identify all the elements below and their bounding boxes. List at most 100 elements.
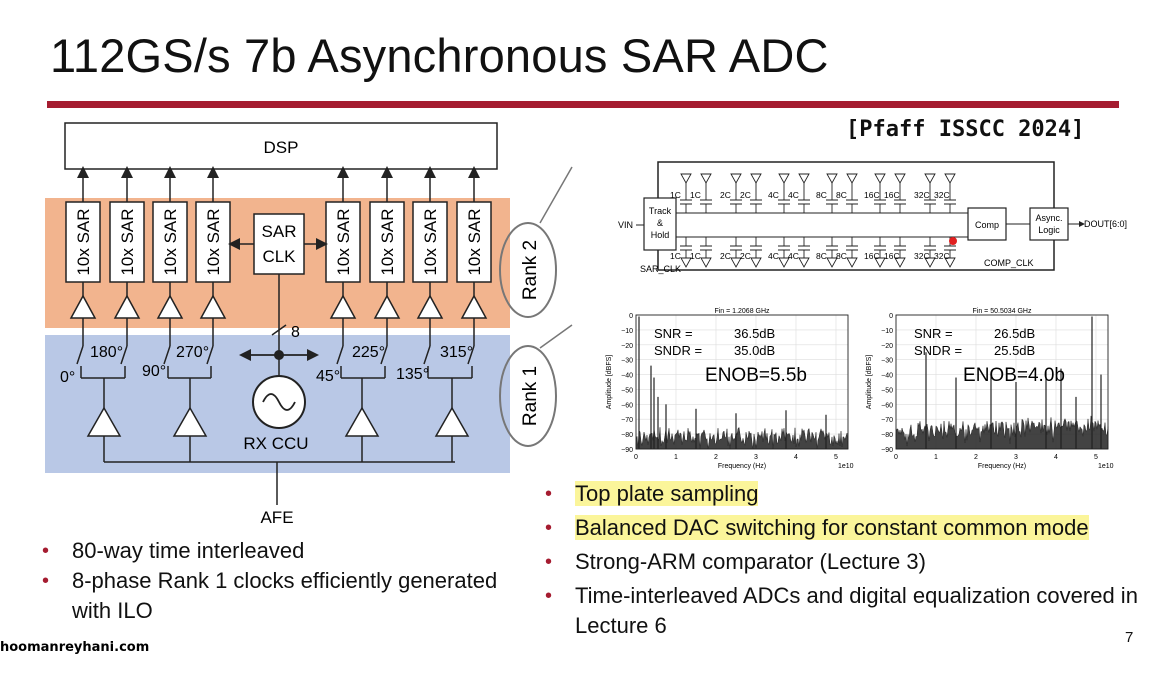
watermark: hoomanreyhani.com <box>0 640 150 655</box>
phase-label: 270° <box>176 344 209 361</box>
right-bullet: •Top plate sampling <box>545 481 759 506</box>
cap-label: 8C <box>816 190 827 200</box>
phase-label: 135° <box>396 366 429 383</box>
vin-label: VIN <box>618 220 633 230</box>
y-axis-label: Amplitude [dBFS] <box>866 355 873 410</box>
sar-block <box>369 201 405 283</box>
y-tick: −80 <box>621 432 633 439</box>
dsp-block <box>64 122 498 170</box>
ccu-label: RX CCU <box>243 434 308 453</box>
y-tick: −60 <box>621 402 633 409</box>
cap-label: 1C <box>690 190 701 200</box>
sar-label: 10x SAR <box>421 208 440 275</box>
phase-label: 45° <box>316 368 340 385</box>
enob-label: ENOB=5.5b <box>705 365 807 386</box>
sndr-value: 25.5dB <box>994 343 1035 358</box>
fin-label: Fin = 1.2068 GHz <box>714 308 770 315</box>
enob-label: ENOB=4.0b <box>963 365 1065 386</box>
cursor-dot <box>949 237 957 245</box>
x-tick: 2 <box>714 454 718 461</box>
y-axis-label: Amplitude [dBFS] <box>606 355 613 410</box>
phase-label: 180° <box>90 344 123 361</box>
cap-label: 2C <box>740 251 751 261</box>
block-diagram: DSP 10x SAR 10x SAR 10x SAR 10x SAR 10x SAR 1… <box>45 122 573 527</box>
x-tick: 0 <box>634 454 638 461</box>
cap-label: 4C <box>788 251 799 261</box>
sar-label: 10x SAR <box>161 208 180 275</box>
y-tick: −40 <box>881 373 893 380</box>
cap-label: 32C <box>914 251 930 261</box>
svg-text:Track: Track <box>649 206 672 216</box>
noise-floor <box>635 426 849 450</box>
cap-label: 1C <box>670 190 681 200</box>
x-tick: 5 <box>1094 454 1098 461</box>
y-tick: −70 <box>881 417 893 424</box>
snr-value: 26.5dB <box>994 326 1035 341</box>
title-rule <box>47 101 1119 108</box>
sar-block <box>412 201 448 283</box>
cap-label: 32C <box>934 190 950 200</box>
x-tick: 2 <box>974 454 978 461</box>
sar-block <box>65 201 101 283</box>
fin-label: Fin = 50.5034 GHz <box>973 308 1032 315</box>
sar-label: 10x SAR <box>118 208 137 275</box>
sar-clk-word1: SAR <box>262 222 297 241</box>
bus-width: 8 <box>291 324 300 341</box>
afe-label: AFE <box>260 508 293 527</box>
svg-text:Async.: Async. <box>1035 213 1062 223</box>
y-tick: −80 <box>881 432 893 439</box>
y-tick: −30 <box>881 358 893 365</box>
x-axis-label: Frequency (Hz) <box>978 463 1026 470</box>
x-axis-label: Frequency (Hz) <box>718 463 766 470</box>
svg-text:&: & <box>657 218 663 228</box>
cap-label: 4C <box>768 190 779 200</box>
y-tick: −50 <box>621 387 633 394</box>
phase-label: 90° <box>142 363 166 380</box>
sar-label: 10x SAR <box>334 208 353 275</box>
y-tick: −30 <box>621 358 633 365</box>
y-tick: 0 <box>889 313 893 320</box>
slide-title: 112GS/s 7b Asynchronous SAR ADC <box>50 29 829 82</box>
y-tick: −50 <box>881 387 893 394</box>
noise-floor <box>895 415 1109 450</box>
dout-label: DOUT[6:0] <box>1084 219 1127 229</box>
sar-label: 10x SAR <box>204 208 223 275</box>
snr-value: 36.5dB <box>734 326 775 341</box>
right-bullet-list: •Top plate sampling •Balanced DAC switch… <box>545 479 1155 645</box>
sar-block <box>456 201 492 283</box>
comp-block <box>967 207 1007 241</box>
sar-block <box>109 201 145 283</box>
y-tick: −20 <box>881 343 893 350</box>
citation: [Pfaff ISSCC 2024] <box>846 117 1085 142</box>
y-tick: −60 <box>881 402 893 409</box>
dsp-label: DSP <box>264 138 299 157</box>
y-tick: 0 <box>629 313 633 320</box>
adc-schematic: VIN Track & Hold SAR_CLK 1C1C1C1C2C2C2C2… <box>618 161 1127 274</box>
sar-label: 10x SAR <box>74 208 93 275</box>
comp-clk-label: COMP_CLK <box>984 258 1034 268</box>
rank1-switches: 0°180°90°270°45°225°135°315° <box>60 336 475 462</box>
cap-label: 4C <box>768 251 779 261</box>
x-tick: 3 <box>1014 454 1018 461</box>
y-tick: −10 <box>621 328 633 335</box>
page-number: 7 <box>1125 629 1134 646</box>
x-exponent: 1e10 <box>838 463 854 470</box>
cap-label: 32C <box>934 251 950 261</box>
cap-label: 16C <box>884 251 900 261</box>
sar-clk-word2: CLK <box>262 247 296 266</box>
y-tick: −20 <box>621 343 633 350</box>
sndr-label: SNDR = <box>914 343 962 358</box>
async-logic-block <box>1029 207 1069 241</box>
x-tick: 1 <box>674 454 678 461</box>
x-tick: 0 <box>894 454 898 461</box>
spectrum-plot-2: Fin = 50.5034 GHz0−10−20−30−40−50−60−70−… <box>866 308 1114 470</box>
rank2-label: Rank 2 <box>520 240 541 300</box>
cap-label: 2C <box>720 251 731 261</box>
sar-clk-signal: SAR_CLK <box>640 264 681 274</box>
cap-label: 16C <box>864 190 880 200</box>
sar-label: 10x SAR <box>378 208 397 275</box>
sar-label: 10x SAR <box>465 208 484 275</box>
comp-label: Comp <box>975 220 999 230</box>
svg-text:Logic: Logic <box>1038 225 1060 235</box>
x-exponent: 1e10 <box>1098 463 1114 470</box>
